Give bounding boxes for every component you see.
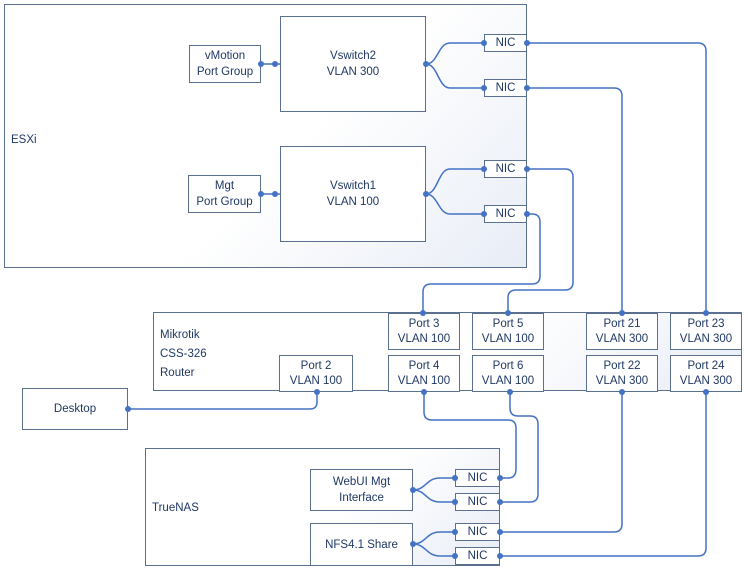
webui-mgt-interface: WebUI Mgt Interface [310,469,413,511]
port-2-vlan: VLAN 100 [289,374,343,387]
truenas-nic-1: NIC [455,469,500,487]
port-4-vlan: VLAN 100 [397,374,451,387]
truenas-label: TrueNAS [152,502,199,514]
esxi-nic-3-label: NIC [495,163,516,175]
webui-line1: WebUI Mgt [332,476,391,488]
router-label-line3: Router [160,367,195,379]
port-4-name: Port 4 [408,359,440,372]
esxi-nic-4: NIC [484,205,527,223]
router-label-line1: Mikrotik [160,329,200,341]
port-6-name: Port 6 [492,359,524,372]
desktop: Desktop [22,388,128,430]
port-24-vlan: VLAN 300 [679,374,733,387]
port-5-name: Port 5 [492,317,524,330]
vmotion-pg-line2: Port Group [196,66,254,78]
vmotion-port-group: vMotion Port Group [189,45,261,83]
desktop-label: Desktop [53,403,97,415]
nfs-label: NFS4.1 Share [325,538,398,551]
vswitch2-name: Vswitch2 [329,50,377,62]
esxi-nic-2-label: NIC [495,82,516,94]
router-label-line2: CSS-326 [160,348,207,360]
webui-line2: Interface [339,492,384,504]
port-2-name: Port 2 [300,359,332,372]
esxi-host: ESXi [4,4,527,268]
port-5: Port 5 VLAN 100 [472,313,544,350]
vswitch1-vlan: VLAN 100 [326,196,380,208]
nfs-share: NFS4.1 Share [310,523,413,566]
truenas-nic-3: NIC [455,523,500,541]
port-3-name: Port 3 [408,317,440,330]
port-24-name: Port 24 [687,359,725,372]
port-4: Port 4 VLAN 100 [388,355,460,392]
mgt-pg-line2: Port Group [196,196,253,208]
esxi-label: ESXi [11,134,37,146]
vmotion-pg-line1: vMotion [204,50,246,62]
truenas-nic-2-label: NIC [467,496,488,508]
port-6-vlan: VLAN 100 [481,374,535,387]
mgt-pg-line1: Mgt [214,180,235,192]
vswitch2-vlan: VLAN 300 [326,66,380,78]
port-21: Port 21 VLAN 300 [586,313,658,350]
port-3: Port 3 VLAN 100 [388,313,460,350]
wire-nic1-to-port23 [527,42,707,313]
vswitch1-name: Vswitch1 [329,180,377,192]
esxi-nic-4-label: NIC [495,208,516,220]
wire-port24-to-truenas-nic4 [500,392,707,557]
truenas-nic-4-label: NIC [467,550,488,562]
port-23-vlan: VLAN 300 [679,332,733,345]
esxi-nic-2: NIC [484,79,527,97]
truenas-nic-3-label: NIC [467,526,488,538]
vswitch1: Vswitch1 VLAN 100 [280,146,426,242]
esxi-nic-3: NIC [484,160,527,178]
vswitch2: Vswitch2 VLAN 300 [280,16,426,112]
truenas-nic-4: NIC [455,547,500,565]
esxi-nic-1: NIC [484,34,527,52]
port-6: Port 6 VLAN 100 [472,355,544,392]
port-22-name: Port 22 [603,359,641,372]
mgt-port-group: Mgt Port Group [188,175,261,213]
wire-nic2-to-port21 [527,87,623,313]
wire-port6-to-truenas-nic2 [500,392,539,503]
port-22: Port 22 VLAN 300 [586,355,658,392]
port-23-name: Port 23 [687,317,725,330]
port-3-vlan: VLAN 100 [397,332,451,345]
port-22-vlan: VLAN 300 [595,374,649,387]
truenas-nic-2: NIC [455,493,500,511]
port-21-name: Port 21 [603,317,641,330]
esxi-nic-1-label: NIC [495,37,516,49]
port-23: Port 23 VLAN 300 [670,313,742,350]
port-2: Port 2 VLAN 100 [279,355,353,392]
port-5-vlan: VLAN 100 [481,332,535,345]
truenas-nic-1-label: NIC [467,472,488,484]
port-24: Port 24 VLAN 300 [670,355,742,392]
router-label: Mikrotik CSS-326 Router [160,326,207,383]
port-21-vlan: VLAN 300 [595,332,649,345]
wire-port22-to-truenas-nic3 [500,392,623,533]
wire-port2-to-desktop [128,392,318,410]
